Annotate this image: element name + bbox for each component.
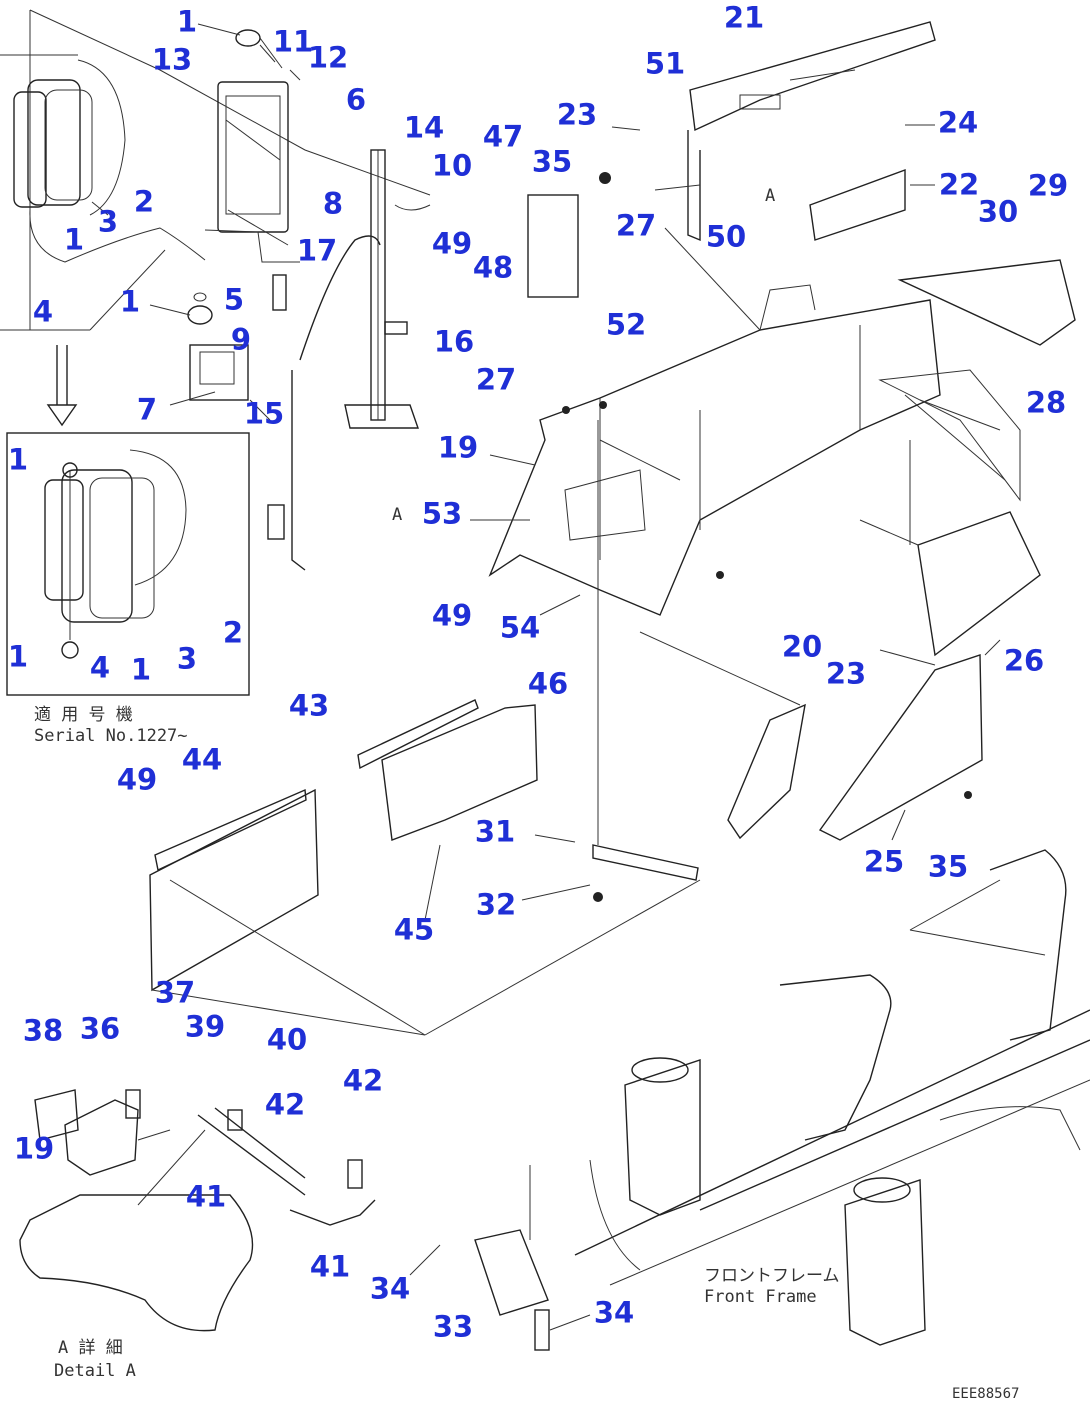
callout-36: 36 (79, 1011, 121, 1046)
drawing-code: EEE88567 (952, 1386, 1020, 1402)
callout-28: 28 (1025, 385, 1067, 420)
callout-2: 2 (222, 615, 244, 650)
callout-21: 21 (723, 0, 765, 35)
callout-12: 12 (307, 40, 349, 75)
callout-32: 32 (475, 887, 517, 922)
upper-right-panels (527, 21, 1076, 346)
callout-23: 23 (825, 656, 867, 691)
callout-1: 1 (130, 652, 152, 687)
bolt-markers (562, 172, 972, 902)
callout-50: 50 (705, 219, 747, 254)
callout-7: 7 (136, 392, 158, 427)
callout-49: 49 (116, 762, 158, 797)
callout-3: 3 (176, 641, 198, 676)
callout-48: 48 (472, 250, 514, 285)
callout-40: 40 (266, 1022, 308, 1057)
callout-41: 41 (185, 1179, 227, 1214)
callout-16: 16 (433, 324, 475, 359)
callout-4: 4 (89, 650, 111, 685)
callout-41: 41 (309, 1249, 351, 1284)
view-a-mark: A (392, 505, 403, 525)
callout-23: 23 (556, 97, 598, 132)
callout-8: 8 (322, 186, 344, 221)
view-a-label: A (765, 186, 776, 206)
callout-34: 34 (369, 1271, 411, 1306)
callout-31: 31 (474, 814, 516, 849)
cab-frame (488, 284, 1041, 657)
callout-33: 33 (432, 1309, 474, 1344)
reference-arrow (46, 345, 78, 427)
callout-1: 1 (119, 284, 141, 319)
callout-39: 39 (184, 1009, 226, 1044)
callout-20: 20 (781, 629, 823, 664)
callout-17: 17 (296, 233, 338, 268)
callout-15: 15 (243, 396, 285, 431)
callout-24: 24 (937, 105, 979, 140)
callout-1: 1 (176, 4, 198, 39)
callout-37: 37 (154, 975, 196, 1010)
callout-9: 9 (230, 322, 252, 357)
serial-label-jp: 適 用 号 機 (34, 705, 133, 725)
callout-44: 44 (181, 742, 223, 777)
callout-19: 19 (437, 430, 479, 465)
callout-2: 2 (133, 184, 155, 219)
callout-26: 26 (1003, 643, 1045, 678)
callout-52: 52 (605, 307, 647, 342)
callout-29: 29 (1027, 168, 1069, 203)
callout-3: 3 (97, 204, 119, 239)
callout-1: 1 (63, 222, 85, 257)
detail-a-label-jp: A 詳 細 (58, 1338, 123, 1358)
callout-4: 4 (32, 294, 54, 329)
callout-51: 51 (644, 46, 686, 81)
callout-35: 35 (531, 144, 573, 179)
front-frame (474, 849, 1090, 1351)
detail-a (19, 1089, 376, 1332)
callout-30: 30 (977, 194, 1019, 229)
callout-5: 5 (223, 282, 245, 317)
pole-assembly (291, 149, 431, 571)
callout-49: 49 (431, 598, 473, 633)
callout-25: 25 (863, 844, 905, 879)
callout-35: 35 (927, 849, 969, 884)
upper-lamp-assembly (0, 9, 431, 540)
callout-38: 38 (22, 1013, 64, 1048)
callout-53: 53 (421, 496, 463, 531)
callout-19: 19 (13, 1131, 55, 1166)
leader-lines (91, 23, 1001, 1331)
callout-6: 6 (345, 82, 367, 117)
callout-47: 47 (482, 119, 524, 154)
callout-14: 14 (403, 110, 445, 145)
callout-34: 34 (593, 1295, 635, 1330)
front-frame-label-jp: フロントフレーム (704, 1266, 840, 1286)
callout-22: 22 (938, 167, 980, 202)
callout-27: 27 (615, 208, 657, 243)
middle-panels (149, 420, 983, 1036)
callout-1: 1 (7, 442, 29, 477)
callout-10: 10 (431, 148, 473, 183)
callout-43: 43 (288, 688, 330, 723)
callout-42: 42 (264, 1087, 306, 1122)
inset-detail-box (6, 432, 250, 696)
callout-54: 54 (499, 610, 541, 645)
callout-11: 11 (272, 24, 314, 59)
callout-49: 49 (431, 226, 473, 261)
callout-42: 42 (342, 1063, 384, 1098)
callout-45: 45 (393, 912, 435, 947)
detail-a-label-en: Detail A (54, 1361, 136, 1381)
callout-1: 1 (7, 639, 29, 674)
front-frame-label-en: Front Frame (704, 1287, 817, 1307)
serial-label-en: Serial No.1227~ (34, 726, 188, 746)
callout-13: 13 (151, 42, 193, 77)
callout-46: 46 (527, 666, 569, 701)
callout-27: 27 (475, 362, 517, 397)
